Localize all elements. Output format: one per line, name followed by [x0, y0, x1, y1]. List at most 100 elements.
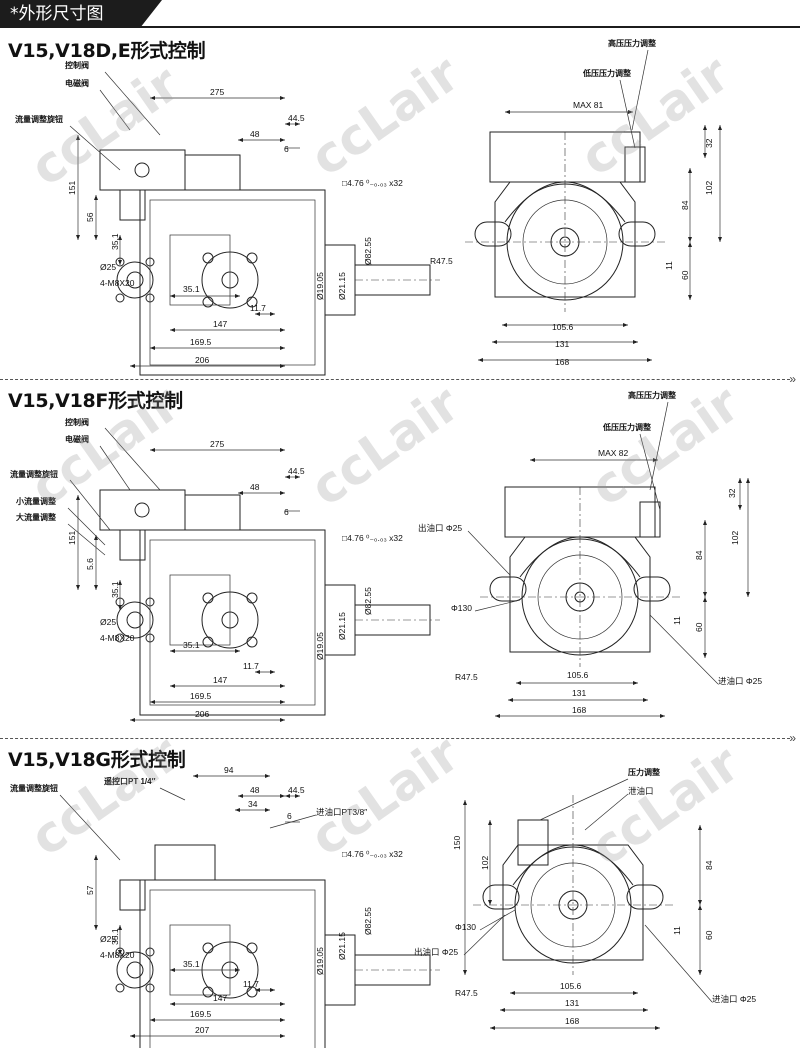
dimension-arrow — [688, 295, 692, 300]
dimension-arrow — [238, 491, 243, 495]
flow-knob — [119, 529, 146, 561]
bolt-hole — [145, 257, 155, 267]
dimension-arrow — [703, 125, 707, 130]
dimension-arrow — [150, 346, 155, 350]
valve-plug — [134, 502, 150, 518]
dimension-label: Ø21.15 — [337, 272, 347, 300]
leader-line — [104, 71, 161, 136]
dimension-arrow — [150, 1018, 155, 1022]
callout-label: 流量调整旋钮 — [10, 469, 58, 479]
callout-label: 高压压力调整 — [608, 38, 656, 48]
dimension-arrow — [285, 122, 290, 126]
dimension-arrow — [623, 323, 628, 327]
dimension-arrow — [516, 681, 521, 685]
dimension-label: Ø19.05 — [315, 632, 325, 660]
dimension-label: R47.5 — [455, 988, 478, 998]
leader-line — [104, 427, 161, 491]
dimension-label: □4.76 ⁰₋₀.₀₃ x32 — [342, 849, 403, 859]
drawings-group: 2754844.561515635.1Ø254-M8X2035.1147169.… — [10, 38, 762, 1048]
dimension-label: 147 — [213, 319, 227, 329]
bolt-hole — [246, 252, 258, 264]
callout-label: 小流量调整 — [15, 496, 56, 506]
dimension-arrow — [510, 991, 515, 995]
leader-line — [467, 530, 511, 576]
dimension-arrow — [255, 988, 260, 992]
dimension-arrow — [118, 235, 122, 240]
dimension-label: 6 — [284, 144, 289, 154]
leader-line — [159, 787, 186, 801]
dimension-arrow — [688, 237, 692, 242]
inlet-flange — [116, 951, 154, 989]
header-title: *外形尺寸图 — [0, 0, 162, 28]
dimension-arrow — [703, 653, 707, 658]
section-title-de: V15,V18D,E形式控制 — [8, 40, 206, 62]
dimension-arrow — [698, 905, 702, 910]
dimension-label: 35.1 — [183, 959, 200, 969]
dimension-arrow — [118, 260, 122, 265]
dimension-arrow — [633, 681, 638, 685]
callout-label: 控制阀 — [65, 60, 89, 70]
dimension-label: 35.1 — [183, 640, 200, 650]
callout-label: 电磁阀 — [65, 434, 89, 444]
dimension-arrow — [653, 458, 658, 462]
dimension-arrow — [500, 1008, 505, 1012]
solenoid-valve — [99, 149, 186, 191]
dimension-arrow — [295, 122, 300, 126]
dimension-arrow — [280, 448, 285, 452]
dimension-label: Ø19.05 — [315, 947, 325, 975]
dimension-arrow — [633, 340, 638, 344]
bolt-hole — [246, 942, 258, 954]
leader-line — [539, 778, 629, 821]
header-rule — [0, 26, 800, 28]
control-block — [504, 486, 656, 538]
dimension-label: R47.5 — [430, 256, 453, 266]
dimension-label: 48 — [250, 129, 260, 139]
leader-line — [99, 89, 131, 131]
dimension-label: 11 — [672, 616, 682, 625]
dimension-arrow — [703, 153, 707, 158]
dimension-label: 11.7 — [243, 979, 259, 989]
callout-label: 进油口 Φ25 — [712, 994, 756, 1004]
dimension-arrow — [170, 968, 175, 972]
dimension-arrow — [280, 1034, 285, 1038]
dimension-label: 34 — [248, 799, 258, 809]
dimension-label: 32 — [704, 138, 714, 148]
dimension-arrow — [508, 698, 513, 702]
dimension-arrow — [660, 714, 665, 718]
divider-arrow-icon: » — [789, 372, 796, 386]
callout-label: 出油口 Φ25 — [418, 523, 462, 533]
bolt-hole — [202, 942, 214, 954]
inlet-bore — [126, 611, 144, 629]
dimension-label: 60 — [704, 930, 714, 940]
bolt-hole — [145, 983, 155, 993]
section-title-g: V15,V18G形式控制 — [8, 749, 186, 771]
dimension-arrow — [280, 1002, 285, 1006]
dimension-label: 102 — [480, 856, 490, 870]
dimension-arrow — [118, 605, 122, 610]
callout-label: Φ130 — [451, 603, 472, 613]
dimension-arrow — [488, 820, 492, 825]
callout-label: 流量调整旋钮 — [10, 783, 58, 793]
leader-line — [99, 445, 131, 491]
dimension-label: 48 — [250, 785, 260, 795]
dimension-label: Ø25 — [100, 617, 116, 627]
leader-line — [649, 614, 719, 685]
mount-ear-right — [633, 576, 671, 602]
dimension-label: Ø82.55 — [363, 587, 373, 615]
section-divider — [0, 379, 790, 380]
dimension-arrow — [235, 294, 240, 298]
dimension-arrow — [170, 649, 175, 653]
dimension-arrow — [718, 237, 722, 242]
dimension-label: 11.7 — [250, 303, 266, 313]
callout-label: 电磁阀 — [65, 78, 89, 88]
dimension-arrow — [170, 684, 175, 688]
callout-label: 压力调整 — [628, 767, 660, 777]
dimension-label: 151 — [67, 531, 77, 545]
dimension-label: 102 — [730, 531, 740, 545]
dimension-label: MAX 81 — [573, 100, 604, 110]
dimension-label: 147 — [213, 993, 227, 1003]
dimension-label: Ø21.15 — [337, 612, 347, 640]
dimension-arrow — [280, 794, 285, 798]
bolt-hole — [115, 983, 125, 993]
